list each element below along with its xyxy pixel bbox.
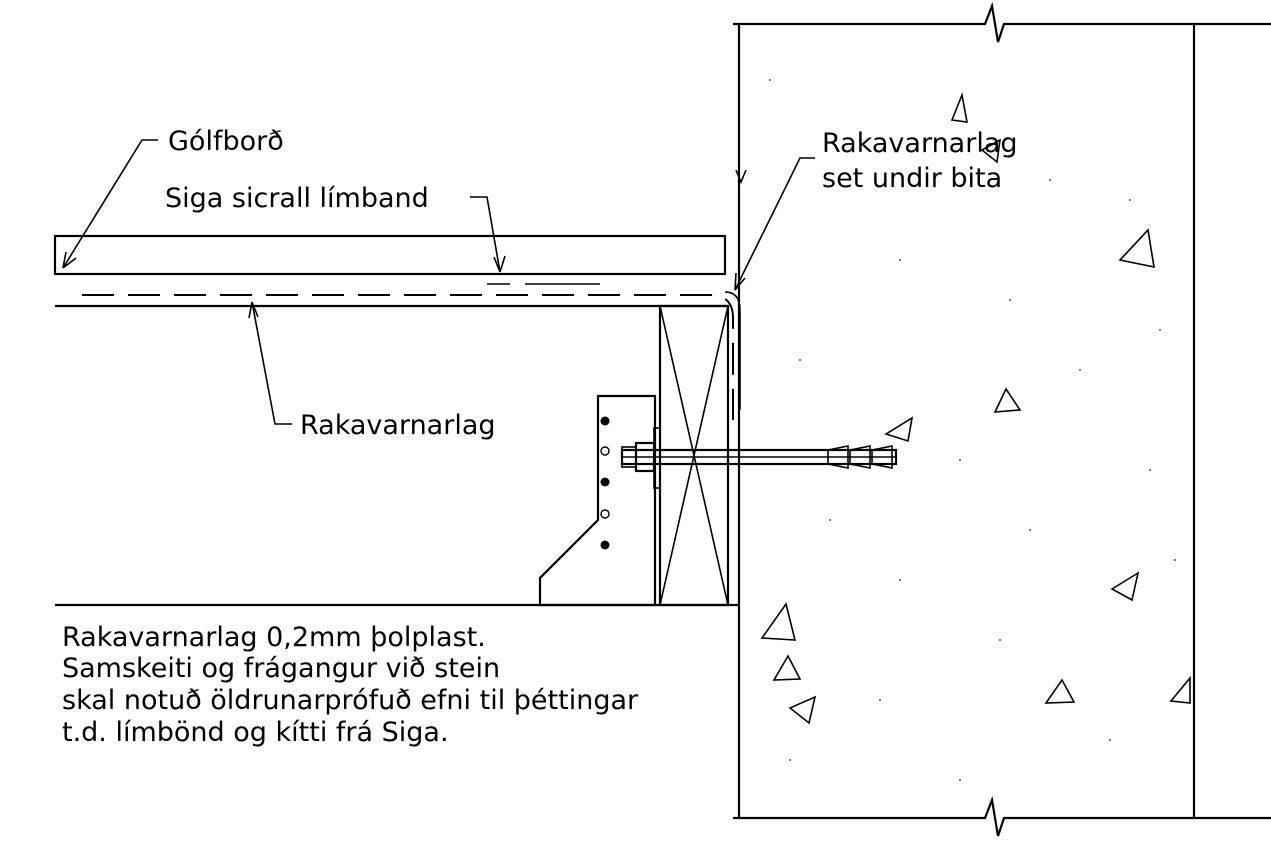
- triangle-icon: [772, 654, 802, 681]
- vapor-barrier-label: Rakavarnarlag: [300, 410, 496, 441]
- vapor-under-beam-label-1: Rakavarnarlag: [822, 128, 1018, 159]
- steel-bracket: [538, 394, 657, 607]
- triangle-icon: [1118, 228, 1155, 269]
- note-line: skal notuð öldrunarprófuð efni til þétti…: [62, 685, 639, 716]
- golfbord-label: Gólfborð: [168, 126, 284, 157]
- siga-tape-label: Siga sicrall límband: [165, 183, 429, 214]
- vapor-barrier-line: [82, 294, 734, 420]
- triangle-icon: [1110, 571, 1140, 602]
- vapor-barrier-fold: [724, 291, 741, 410]
- triangle-icon: [993, 387, 1022, 413]
- triangle-icon: [980, 138, 1002, 164]
- triangle-icon: [1169, 675, 1191, 704]
- concrete-specks: [769, 79, 1176, 781]
- anchor-bolt-icon: [620, 427, 898, 489]
- arrow-tick: [735, 169, 747, 185]
- break-line-icon: [733, 795, 1271, 837]
- concrete-wall: [733, 1, 1271, 837]
- note-line: t.d. límbönd og kítti frá Siga.: [62, 717, 449, 748]
- vapor-under-beam-label-2: set undir bita: [822, 163, 1002, 194]
- note-line: Samskeiti og frágangur við stein: [62, 653, 500, 684]
- triangle-icon: [884, 416, 914, 443]
- concrete-aggregate: [760, 92, 1191, 725]
- break-line-icon: [733, 1, 1271, 43]
- timber-blocking: [658, 304, 730, 607]
- triangle-icon: [760, 602, 797, 641]
- triangle-icon: [1044, 678, 1076, 704]
- note-line: Rakavarnarlag 0,2mm þolplast.: [62, 622, 486, 653]
- note-block: Rakavarnarlag 0,2mm þolplast. Samskeiti …: [62, 622, 639, 748]
- floor-board: [53, 234, 727, 276]
- leader-lines: [62, 139, 815, 425]
- triangle-icon: [788, 695, 817, 725]
- triangle-icon: [950, 92, 968, 123]
